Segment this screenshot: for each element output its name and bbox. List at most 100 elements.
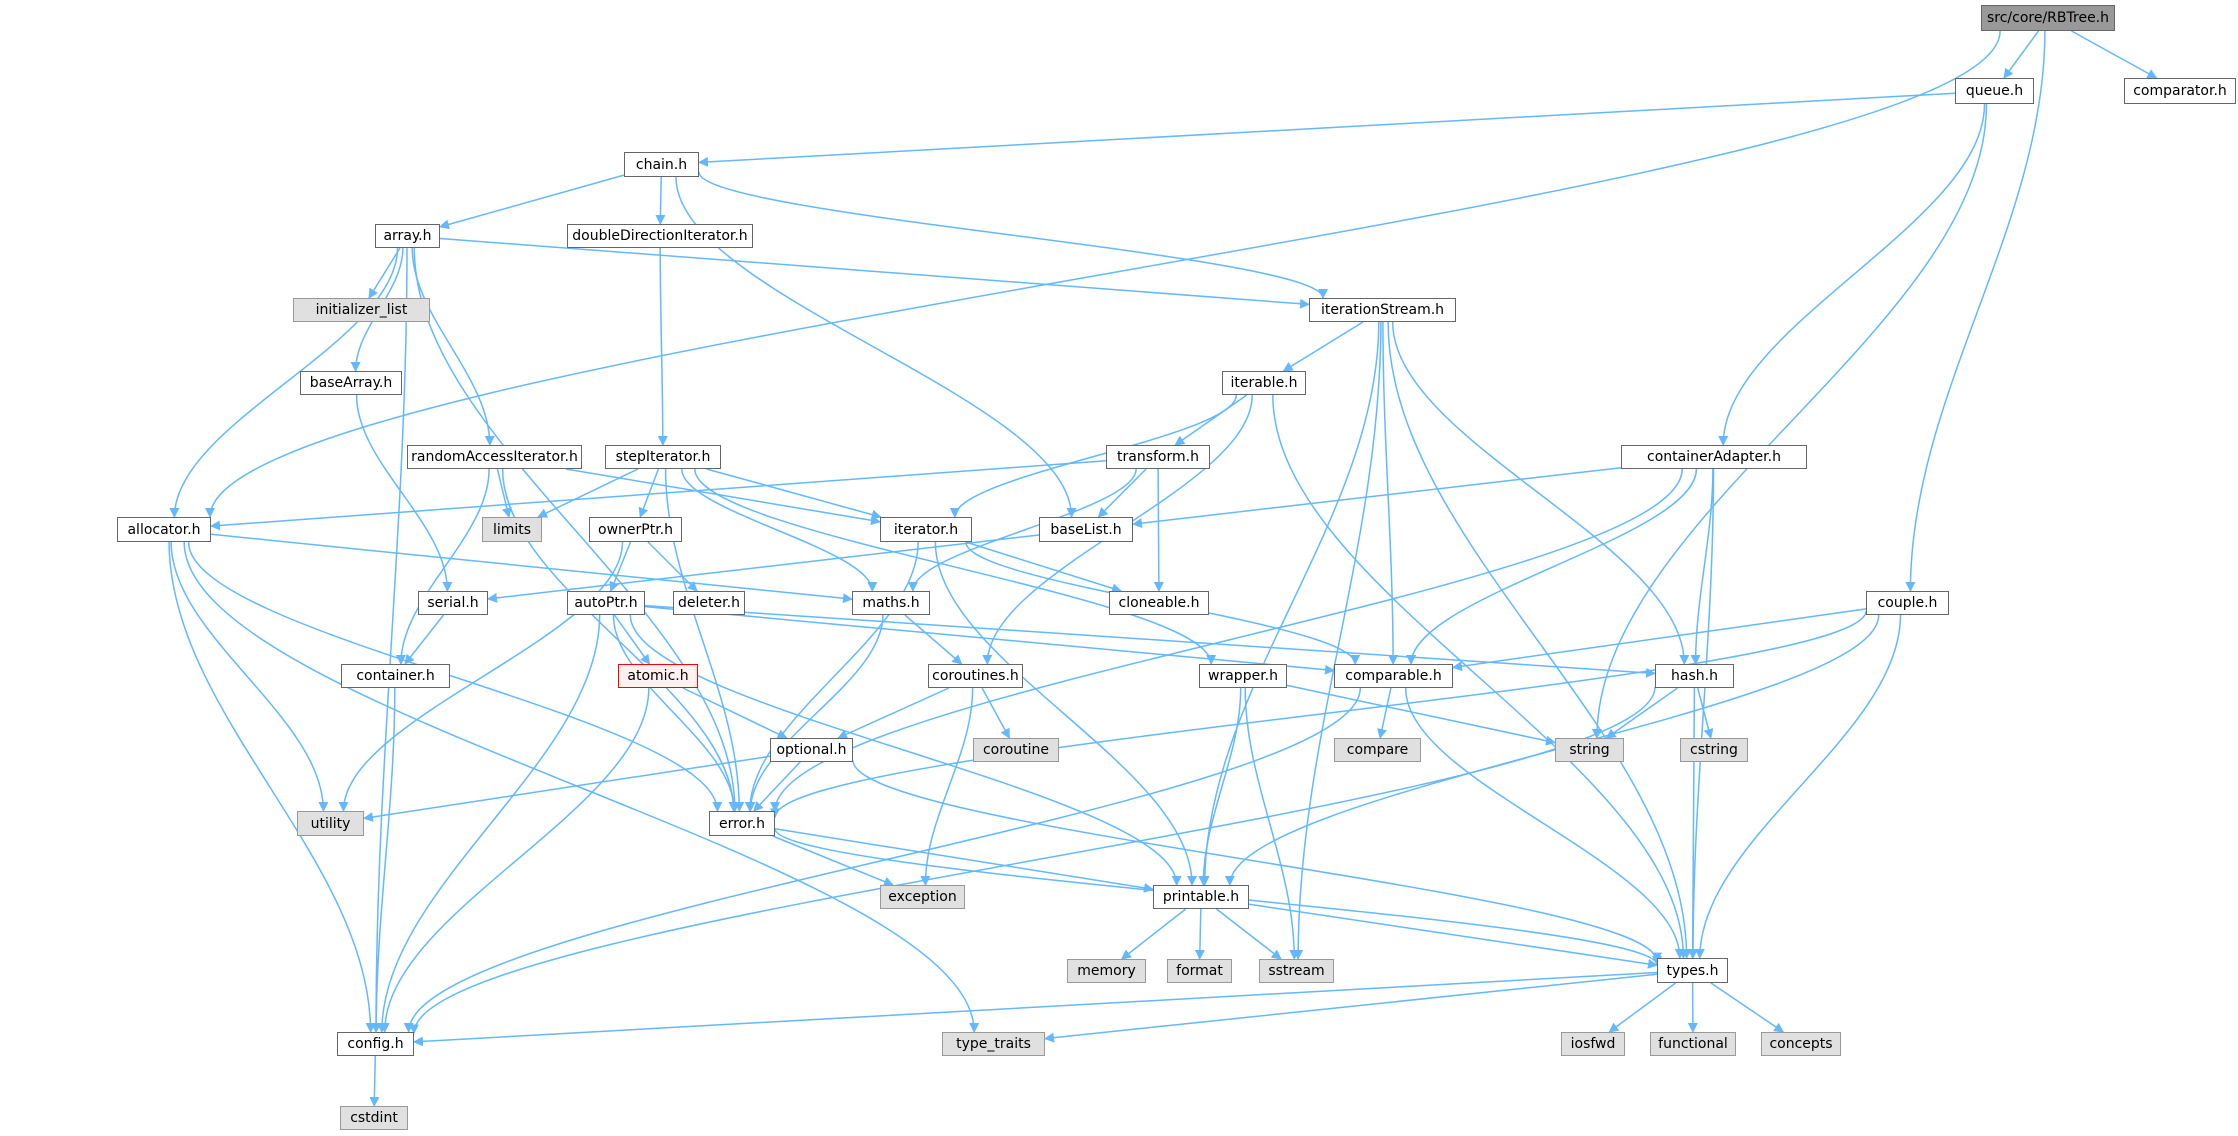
edge-allocator-to-error — [187, 541, 723, 812]
node-rai[interactable]: randomAccessIterator.h — [407, 445, 582, 469]
edge-container-to-config — [371, 687, 396, 1033]
node-allocator[interactable]: allocator.h — [117, 517, 211, 542]
node-wrapper[interactable]: wrapper.h — [1199, 664, 1287, 688]
edge-array-to-allocator — [169, 247, 399, 518]
node-iterstream[interactable]: iterationStream.h — [1309, 298, 1456, 322]
node-label: iterationStream.h — [1320, 302, 1445, 318]
node-label: coroutine — [982, 742, 1049, 758]
node-label: array.h — [383, 228, 432, 244]
edge-hash-to-types — [1687, 687, 1698, 959]
edge-comparable-to-compare — [1377, 687, 1392, 739]
node-chain[interactable]: chain.h — [624, 152, 699, 177]
edge-atomic-to-config — [379, 687, 650, 1033]
edge-rbtree-to-queue — [2003, 30, 2040, 79]
node-ownerptr[interactable]: ownerPtr.h — [589, 517, 682, 542]
node-cloneable[interactable]: cloneable.h — [1109, 591, 1209, 615]
node-contadapter[interactable]: containerAdapter.h — [1621, 445, 1807, 469]
node-label: baseList.h — [1050, 521, 1122, 538]
node-label: maths.h — [862, 595, 920, 611]
edge-maths-to-coroutines — [904, 614, 963, 665]
edge-contadapter-to-baselist — [1132, 466, 1622, 529]
edge-ownerptr-to-utility — [338, 541, 624, 812]
node-label: randomAccessIterator.h — [411, 449, 578, 465]
edge-error-to-exception — [772, 835, 894, 887]
node-label: string — [1569, 742, 1610, 758]
node-rbtree[interactable]: src/core/RBTree.h — [1981, 5, 2115, 31]
node-stepiter[interactable]: stepIterator.h — [605, 445, 721, 469]
node-autoptr[interactable]: autoPtr.h — [567, 591, 645, 615]
edge-optional-to-error — [753, 761, 801, 812]
node-label: hash.h — [1671, 668, 1718, 684]
node-coroutines[interactable]: coroutines.h — [928, 664, 1023, 688]
node-iterator[interactable]: iterator.h — [880, 517, 972, 542]
node-config[interactable]: config.h — [337, 1032, 414, 1056]
node-label: type_traits — [956, 1036, 1031, 1052]
node-container[interactable]: container.h — [341, 664, 450, 688]
node-comparator[interactable]: comparator.h — [2124, 78, 2236, 104]
node-deleter[interactable]: deleter.h — [673, 591, 745, 615]
node-hash[interactable]: hash.h — [1655, 664, 1734, 688]
node-iterable[interactable]: iterable.h — [1222, 371, 1306, 395]
edge-autoptr-to-atomic — [613, 614, 651, 665]
node-basearray[interactable]: baseArray.h — [300, 371, 402, 395]
node-label: chain.h — [635, 156, 688, 173]
node-label: format — [1176, 963, 1223, 979]
node-label: wrapper.h — [1208, 668, 1278, 684]
edge-transform-to-cloneable — [1153, 468, 1164, 592]
node-compare: compare — [1334, 738, 1421, 762]
edge-transform-to-allocator — [210, 460, 1107, 531]
node-array[interactable]: array.h — [375, 224, 440, 248]
node-optional[interactable]: optional.h — [770, 738, 853, 762]
edge-rbtree-to-comparator — [2071, 30, 2158, 79]
node-label: printable.h — [1162, 889, 1240, 905]
edge-iterator-to-error — [744, 541, 919, 812]
edge-ddi-to-stepiter — [657, 247, 668, 446]
edge-couple-to-error — [770, 610, 1867, 819]
edge-baselist-to-serial — [487, 534, 1040, 603]
edge-stepiter-to-ownerptr — [638, 468, 660, 518]
edge-coroutines-to-exception — [920, 687, 974, 886]
node-printable[interactable]: printable.h — [1153, 885, 1249, 909]
node-label: queue.h — [1965, 83, 2024, 99]
edge-serial-to-container — [404, 614, 445, 665]
node-comparable[interactable]: comparable.h — [1334, 664, 1453, 688]
node-queue[interactable]: queue.h — [1955, 78, 2034, 104]
edge-array-to-config — [371, 247, 408, 1033]
edge-array-to-initlist — [368, 247, 401, 299]
node-label: comparable.h — [1345, 668, 1442, 684]
edge-iterstream-to-sstream — [1293, 321, 1382, 960]
node-maths[interactable]: maths.h — [852, 591, 930, 615]
node-ddi[interactable]: doubleDirectionIterator.h — [567, 224, 753, 248]
node-label: memory — [1077, 963, 1136, 979]
edge-queue-to-contadapter — [1718, 103, 1986, 446]
edge-printable-to-memory — [1121, 908, 1187, 960]
edge-allocator-to-config — [168, 541, 376, 1033]
node-exception: exception — [880, 885, 965, 909]
edge-rbtree-to-couple — [1905, 30, 2046, 592]
edge-coroutines-to-optional — [837, 687, 950, 739]
node-label: utility — [310, 815, 351, 832]
edge-contadapter-to-types — [1688, 468, 1715, 959]
node-label: error.h — [719, 815, 765, 832]
node-baselist[interactable]: baseList.h — [1039, 517, 1133, 542]
node-serial[interactable]: serial.h — [418, 591, 488, 615]
node-types[interactable]: types.h — [1657, 958, 1728, 983]
node-atomic[interactable]: atomic.h — [618, 664, 698, 688]
node-error[interactable]: error.h — [709, 811, 775, 836]
edge-rbtree-to-allocator — [205, 30, 2001, 518]
node-couple[interactable]: couple.h — [1866, 591, 1949, 615]
edge-array-to-rai — [411, 247, 495, 446]
node-label: baseArray.h — [309, 375, 393, 391]
node-label: coroutines.h — [932, 668, 1019, 684]
node-label: allocator.h — [127, 521, 201, 538]
edge-iterstream-to-types — [1387, 321, 1692, 959]
edge-hash-to-string — [1605, 687, 1678, 739]
node-label: cloneable.h — [1118, 595, 1200, 611]
edge-maths-to-error — [745, 614, 884, 812]
edge-iterable-to-iterator — [949, 394, 1238, 518]
node-format: format — [1167, 959, 1232, 983]
node-memory: memory — [1067, 959, 1146, 983]
node-transform[interactable]: transform.h — [1106, 445, 1210, 469]
edge-optional-to-utility — [363, 755, 771, 822]
node-limits: limits — [482, 517, 542, 542]
